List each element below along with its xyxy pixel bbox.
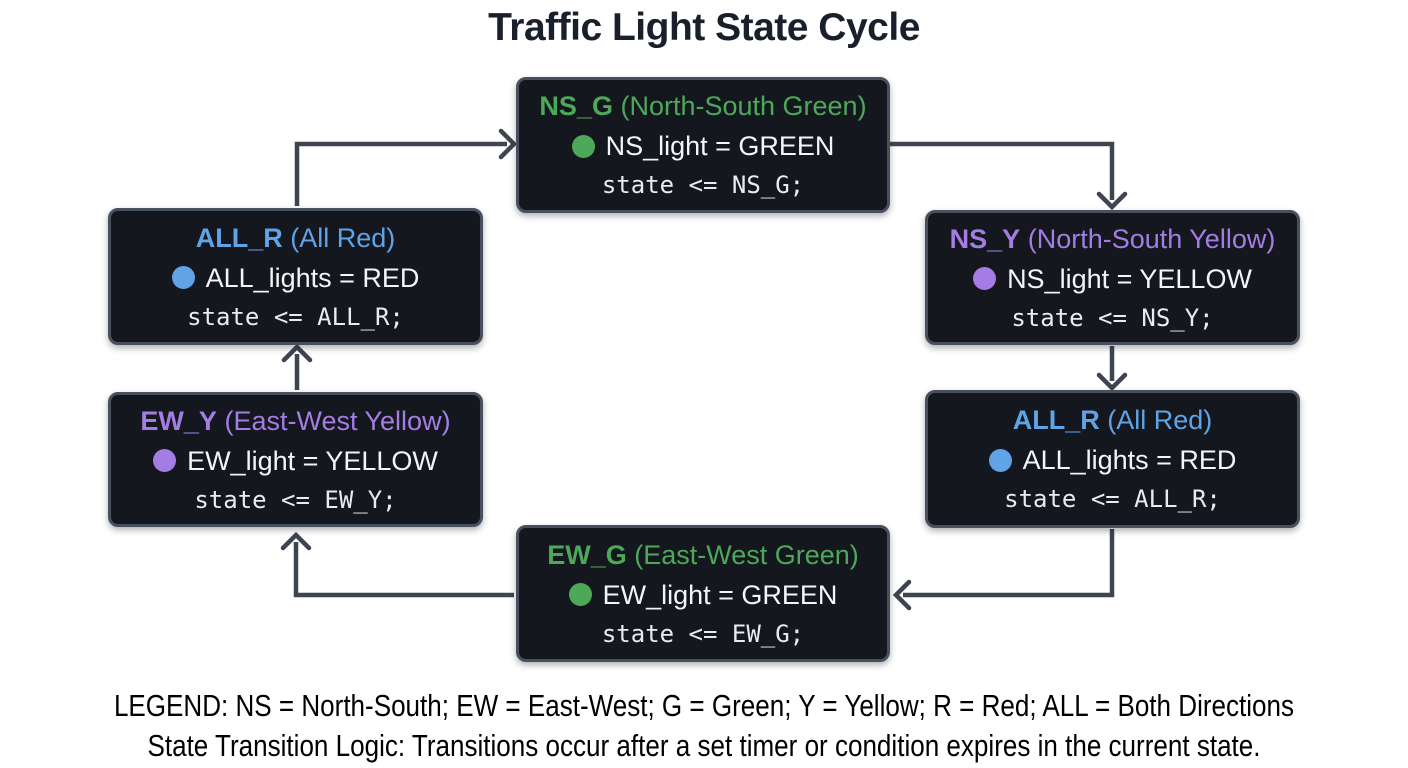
state-node-ns-g: NS_G (North-South Green) NS_light = GREE… bbox=[516, 77, 890, 213]
state-label: (All Red) bbox=[290, 222, 396, 253]
legend: LEGEND: NS = North-South; EW = East-West… bbox=[0, 686, 1408, 766]
arrow-ns-y-to-all-r-right bbox=[1096, 346, 1128, 392]
state-assignment-code: state <= ALL_R; bbox=[1004, 485, 1221, 513]
state-assignment-code: state <= NS_G; bbox=[601, 171, 805, 199]
light-output-text: NS_light = YELLOW bbox=[1007, 263, 1252, 294]
arrow-all-r-right-to-ew-g bbox=[892, 529, 1115, 611]
green-light-icon bbox=[571, 134, 595, 158]
arrow-ew-y-to-all-r-left bbox=[281, 343, 313, 390]
arrow-all-r-left-to-ns-g bbox=[294, 128, 518, 206]
state-name: ALL_R bbox=[195, 222, 283, 253]
state-label: (North-South Green) bbox=[620, 91, 867, 121]
light-output-text: EW_light = YELLOW bbox=[187, 445, 438, 476]
light-output-line: ALL_lights = RED bbox=[988, 443, 1237, 477]
light-output-line: NS_light = YELLOW bbox=[973, 262, 1252, 296]
red-light-icon bbox=[171, 266, 195, 289]
state-assignment-code: state <= NS_Y; bbox=[1011, 303, 1214, 332]
state-name: NS_Y bbox=[949, 223, 1021, 254]
page-title: Traffic Light State Cycle bbox=[488, 6, 920, 49]
state-node-all-r-left: ALL_R (All Red) ALL_lights = RED state <… bbox=[108, 208, 483, 345]
state-node-ew-y: EW_Y (East-West Yellow) EW_light = YELLO… bbox=[108, 392, 483, 527]
state-label: (East-West Green) bbox=[634, 539, 859, 570]
state-label: (All Red) bbox=[1107, 405, 1213, 435]
arrow-ns-g-to-ns-y bbox=[890, 141, 1128, 211]
state-node-all-r-right: ALL_R (All Red) ALL_lights = RED state <… bbox=[925, 390, 1300, 528]
state-name: EW_Y bbox=[140, 405, 217, 436]
yellow-light-icon bbox=[153, 449, 177, 472]
legend-line-2: State Transition Logic: Transitions occu… bbox=[147, 728, 1261, 763]
light-output-line: NS_light = GREEN bbox=[571, 129, 835, 163]
state-assignment-code: state <= EW_G; bbox=[601, 619, 805, 648]
state-assignment-code: state <= ALL_R; bbox=[187, 302, 404, 331]
light-output-text: ALL_lights = RED bbox=[1022, 445, 1237, 475]
state-node-ew-g: EW_G (East-West Green) EW_light = GREEN … bbox=[516, 525, 890, 662]
state-name: NS_G bbox=[539, 91, 613, 121]
state-label: (East-West Yellow) bbox=[224, 405, 451, 436]
red-light-icon bbox=[988, 448, 1012, 472]
state-name: ALL_R bbox=[1012, 405, 1100, 435]
state-assignment-code: state <= EW_Y; bbox=[194, 485, 397, 514]
legend-line-1: LEGEND: NS = North-South; EW = East-West… bbox=[113, 688, 1295, 723]
light-output-text: EW_light = GREEN bbox=[602, 579, 838, 610]
state-label: (North-South Yellow) bbox=[1027, 223, 1276, 254]
state-header: ALL_R (All Red) bbox=[196, 221, 396, 255]
light-output-text: ALL_lights = RED bbox=[205, 262, 420, 293]
state-header: EW_G (East-West Green) bbox=[547, 538, 859, 572]
state-header: EW_Y (East-West Yellow) bbox=[140, 404, 450, 438]
state-header: ALL_R (All Red) bbox=[1013, 403, 1213, 437]
arrow-ew-g-to-ew-y bbox=[280, 531, 514, 598]
light-output-text: NS_light = GREEN bbox=[605, 131, 835, 161]
light-output-line: EW_light = GREEN bbox=[568, 578, 838, 612]
state-node-ns-y: NS_Y (North-South Yellow) NS_light = YEL… bbox=[925, 210, 1300, 345]
yellow-light-icon bbox=[973, 267, 997, 290]
light-output-line: ALL_lights = RED bbox=[171, 261, 420, 295]
state-header: NS_Y (North-South Yellow) bbox=[950, 222, 1276, 256]
state-header: NS_G (North-South Green) bbox=[539, 89, 866, 123]
state-name: EW_G bbox=[547, 539, 627, 570]
green-light-icon bbox=[568, 583, 592, 606]
light-output-line: EW_light = YELLOW bbox=[153, 444, 438, 478]
